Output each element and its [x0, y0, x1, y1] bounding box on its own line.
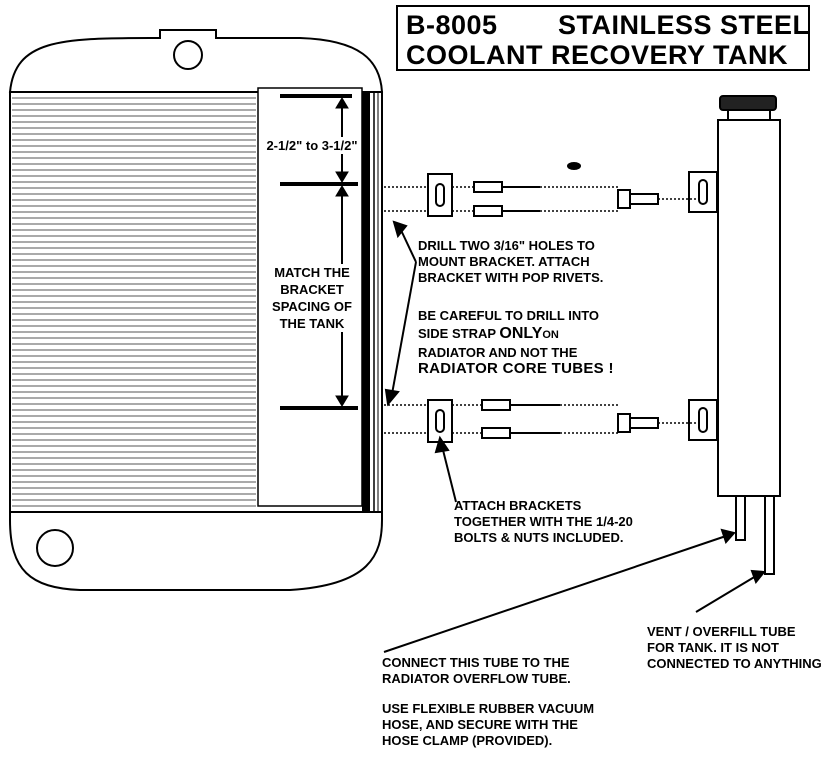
radiator-brackets — [427, 173, 659, 443]
bolts — [617, 189, 659, 433]
connect-note-spacer — [382, 687, 594, 701]
attach-note: ATTACH BRACKETS TOGETHER WITH THE 1/4-20… — [454, 498, 633, 546]
match-label-line: MATCH THE — [274, 265, 350, 280]
vent-note-line: CONNECTED TO ANYTHING. — [647, 656, 821, 671]
leader-arrows — [383, 220, 766, 653]
tank-cap-neck — [727, 109, 771, 121]
radiator — [8, 29, 384, 591]
connect-note-line: HOSE, AND SECURE WITH THE — [382, 717, 578, 732]
connect-note: CONNECT THIS TUBE TO THE RADIATOR OVERFL… — [382, 655, 594, 749]
careful-core-tubes: RADIATOR CORE TUBES ! — [418, 360, 614, 377]
tank-vent-tube — [764, 495, 775, 575]
tank-overflow-tube — [735, 495, 746, 541]
pop-rivets — [473, 181, 560, 439]
radiator-core-fins — [12, 97, 256, 507]
tank-cap — [719, 95, 777, 111]
connect-note-line: RADIATOR OVERFLOW TUBE. — [382, 671, 571, 686]
match-spacing-label: MATCH THE BRACKET SPACING OF THE TANK — [263, 264, 361, 332]
careful-note-line: BE CAREFUL TO DRILL INTO — [418, 308, 600, 323]
careful-side-strap: SIDE STRAP — [418, 326, 500, 341]
nut — [567, 162, 581, 170]
careful-note: BE CAREFUL TO DRILL INTO SIDE STRAP ONLY… — [418, 308, 614, 377]
attach-note-line: TOGETHER WITH THE 1/4-20 — [454, 514, 633, 529]
radiator-bottom-tank — [9, 511, 383, 591]
drill-note-line: MOUNT BRACKET. ATTACH — [418, 254, 590, 269]
careful-note-line: RADIATOR AND NOT THE — [418, 345, 578, 360]
connect-note-line: CONNECT THIS TUBE TO THE — [382, 655, 570, 670]
tank-body — [717, 119, 781, 497]
drill-note-line: DRILL TWO 3/16" HOLES TO — [418, 238, 595, 253]
alignment-lines — [384, 186, 700, 434]
vent-note-line: VENT / OVERFILL TUBE — [647, 624, 796, 639]
connect-note-line: USE FLEXIBLE RUBBER VACUUM — [382, 701, 595, 716]
careful-only: ONLY — [499, 325, 543, 342]
dimension-marks — [280, 94, 358, 410]
drill-note-line: BRACKET WITH POP RIVETS. — [418, 270, 604, 285]
dimension-label: 2-1/2" to 3-1/2" — [263, 137, 361, 154]
vent-note-line: FOR TANK. IT IS NOT — [647, 640, 779, 655]
title-material: STAINLESS STEEL — [558, 10, 810, 40]
careful-note-line: SIDE STRAP ONLYON — [418, 324, 614, 345]
radiator-drain-hole — [36, 529, 74, 567]
drill-note: DRILL TWO 3/16" HOLES TO MOUNT BRACKET. … — [418, 238, 603, 286]
title-line-2: COOLANT RECOVERY TANK — [406, 40, 789, 70]
recovery-tank — [688, 95, 781, 575]
match-label-line: BRACKET — [280, 282, 344, 297]
side-strap-shadow — [362, 92, 370, 512]
radiator-cap-hole — [173, 40, 203, 70]
radiator-top-tank — [8, 29, 384, 93]
title-box: B-8005 STAINLESS STEEL COOLANT RECOVERY … — [396, 5, 810, 71]
match-label-line: THE TANK — [279, 316, 345, 331]
vent-note: VENT / OVERFILL TUBE FOR TANK. IT IS NOT… — [647, 624, 821, 672]
attach-note-line: ATTACH BRACKETS — [454, 498, 582, 513]
connect-note-line: HOSE CLAMP (PROVIDED). — [382, 733, 553, 748]
part-number: B-8005 — [406, 10, 498, 40]
attach-note-line: BOLTS & NUTS INCLUDED. — [454, 530, 624, 545]
match-label-line: SPACING OF — [272, 299, 352, 314]
careful-on: ON — [542, 329, 559, 341]
